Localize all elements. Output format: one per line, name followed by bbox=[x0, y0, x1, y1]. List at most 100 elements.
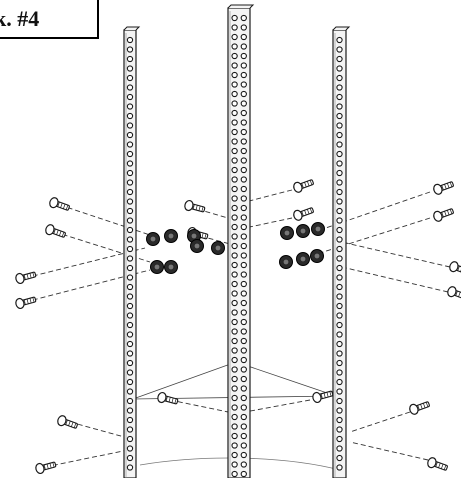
bolt-icon bbox=[56, 415, 78, 431]
post-hole bbox=[232, 471, 237, 476]
post-hole bbox=[241, 91, 246, 96]
post-hole bbox=[232, 34, 237, 39]
post-hole bbox=[241, 101, 246, 106]
nut-icon bbox=[312, 223, 325, 236]
post-hole bbox=[241, 82, 246, 87]
nut-icon bbox=[191, 240, 204, 253]
post-hole bbox=[337, 379, 342, 384]
post-hole bbox=[127, 465, 132, 470]
post-hole bbox=[337, 161, 342, 166]
post-hole bbox=[232, 243, 237, 248]
post-hole bbox=[241, 44, 246, 49]
post-hole bbox=[127, 47, 132, 52]
post-hole bbox=[127, 246, 132, 251]
post-hole bbox=[232, 215, 237, 220]
post-hole bbox=[127, 85, 132, 90]
post-hole bbox=[337, 237, 342, 242]
post-hole bbox=[232, 15, 237, 20]
post-hole bbox=[232, 186, 237, 191]
post-hole bbox=[241, 110, 246, 115]
post-hole bbox=[232, 129, 237, 134]
post-hole bbox=[232, 148, 237, 153]
post-hole bbox=[241, 205, 246, 210]
post-hole bbox=[241, 319, 246, 324]
post-hole bbox=[241, 471, 246, 476]
post-hole bbox=[232, 158, 237, 163]
post-hole bbox=[127, 370, 132, 375]
post-hole bbox=[337, 104, 342, 109]
post-hole bbox=[232, 348, 237, 353]
post-hole bbox=[232, 357, 237, 362]
post-hole bbox=[232, 205, 237, 210]
post-hole bbox=[232, 63, 237, 68]
post-hole bbox=[241, 177, 246, 182]
post-hole bbox=[337, 341, 342, 346]
post-hole bbox=[232, 405, 237, 410]
post-hole bbox=[241, 224, 246, 229]
post-hole bbox=[337, 170, 342, 175]
bolt-icon bbox=[432, 179, 454, 195]
post-hole bbox=[127, 398, 132, 403]
post-hole bbox=[127, 446, 132, 451]
post-hole bbox=[127, 322, 132, 327]
post-hole bbox=[241, 215, 246, 220]
post-hole bbox=[241, 376, 246, 381]
post-hole bbox=[232, 44, 237, 49]
post-hole bbox=[127, 332, 132, 337]
post-hole bbox=[127, 341, 132, 346]
post-hole bbox=[337, 332, 342, 337]
post-hole bbox=[232, 414, 237, 419]
nut-icon bbox=[280, 256, 293, 269]
figure-label: k. #4 bbox=[0, 6, 39, 32]
post-hole bbox=[337, 294, 342, 299]
post-hole bbox=[127, 313, 132, 318]
bolt-icon bbox=[184, 200, 206, 215]
post-hole bbox=[241, 148, 246, 153]
post-hole bbox=[232, 367, 237, 372]
post-hole bbox=[232, 272, 237, 277]
post-hole bbox=[232, 281, 237, 286]
post-hole bbox=[241, 72, 246, 77]
post-hole bbox=[241, 186, 246, 191]
post-hole bbox=[127, 180, 132, 185]
post-hole bbox=[337, 180, 342, 185]
post-hole bbox=[241, 234, 246, 239]
post-hole bbox=[337, 436, 342, 441]
post-hole bbox=[232, 262, 237, 267]
post-hole bbox=[337, 113, 342, 118]
post-hole bbox=[127, 66, 132, 71]
bolt-icon bbox=[408, 399, 430, 415]
post-hole bbox=[337, 446, 342, 451]
post-hole bbox=[337, 66, 342, 71]
bolt-icon bbox=[426, 457, 448, 473]
bolt-icon bbox=[15, 270, 37, 285]
post-hole bbox=[337, 75, 342, 80]
post-hole bbox=[337, 360, 342, 365]
post-hole bbox=[337, 265, 342, 270]
post-hole bbox=[127, 94, 132, 99]
post-hole bbox=[337, 47, 342, 52]
post-hole bbox=[241, 310, 246, 315]
post-hole bbox=[241, 433, 246, 438]
post-hole bbox=[241, 196, 246, 201]
bolt-icon bbox=[292, 177, 314, 193]
post-hole bbox=[337, 132, 342, 137]
post-hole bbox=[232, 110, 237, 115]
nut-icon bbox=[165, 230, 178, 243]
post-hole bbox=[127, 256, 132, 261]
bolt-icon bbox=[15, 295, 37, 310]
post-hole bbox=[241, 348, 246, 353]
post-hole bbox=[232, 72, 237, 77]
post-hole bbox=[232, 376, 237, 381]
post-hole bbox=[337, 284, 342, 289]
post-hole bbox=[127, 56, 132, 61]
post-hole bbox=[241, 158, 246, 163]
post-hole bbox=[241, 120, 246, 125]
post-hole bbox=[127, 132, 132, 137]
post-hole bbox=[241, 386, 246, 391]
post-hole bbox=[232, 91, 237, 96]
post-hole bbox=[127, 436, 132, 441]
post-hole bbox=[127, 303, 132, 308]
post-hole bbox=[241, 34, 246, 39]
post-hole bbox=[337, 370, 342, 375]
